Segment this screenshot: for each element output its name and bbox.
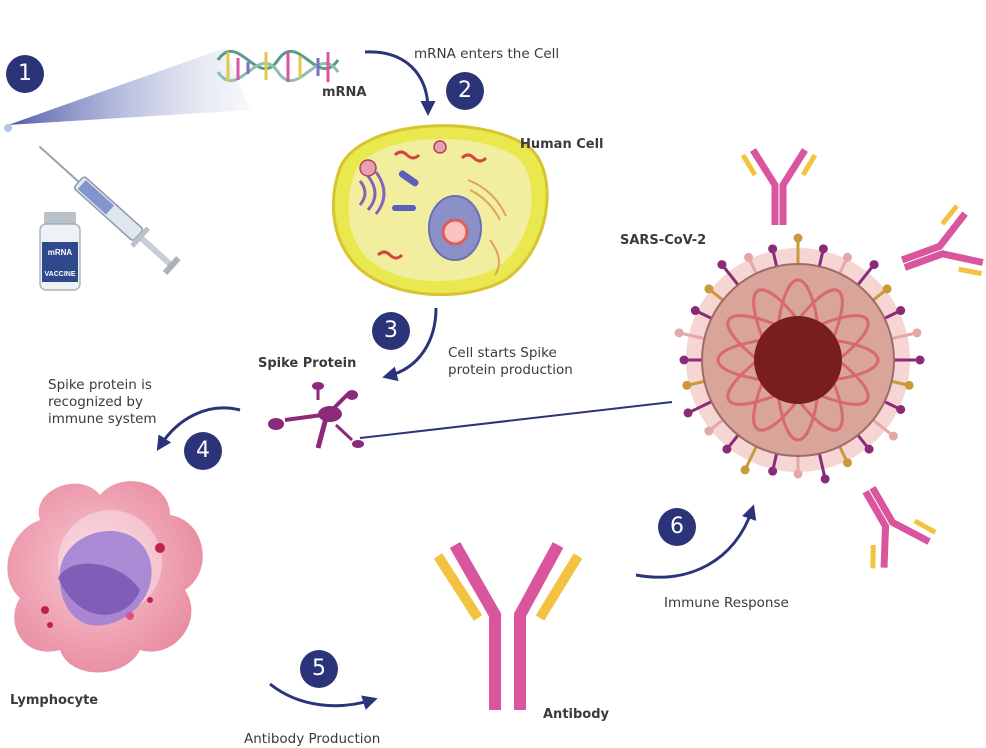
syringe-icon	[38, 145, 181, 275]
arrow-spike-to-lymphocyte	[156, 406, 241, 452]
label-cell-starts-2: protein production	[448, 362, 573, 378]
step-badge-1: 1	[6, 55, 44, 93]
virus-spike-head	[896, 306, 906, 316]
virus-spike-head	[842, 252, 852, 262]
virus-spike-head	[740, 465, 750, 475]
label-antibody-production: Antibody Production	[244, 731, 381, 747]
arrow-lymphocyte-to-antibody	[269, 682, 378, 710]
step-badge-5: 5	[300, 650, 338, 688]
human-cell-icon	[331, 124, 549, 296]
virus-spike-head	[690, 306, 700, 316]
virus-spike-head	[717, 260, 727, 270]
label-recognized-3: immune system	[48, 411, 157, 427]
step-badge-6: 6	[658, 508, 696, 546]
virus-spike-head	[882, 284, 892, 294]
label-human-cell: Human Cell	[520, 137, 604, 152]
vial-text-vaccine: VACCINE	[45, 271, 76, 278]
virus-spike-head	[768, 244, 778, 254]
label-antibody: Antibody	[543, 707, 610, 722]
virus-spike-head	[679, 355, 689, 365]
lymphocyte-icon	[7, 481, 203, 673]
arrow-mrna-to-cell	[364, 50, 436, 116]
arrow-cell-to-spike	[382, 307, 438, 382]
droplet-icon	[4, 124, 12, 132]
spike-protein-icon	[268, 382, 364, 449]
virus-spike-head	[674, 328, 684, 338]
label-recognized-2: recognized by	[48, 394, 143, 410]
virus-icon	[674, 233, 925, 484]
arrow-antibody-to-virus	[635, 504, 757, 579]
vaccine-vial-icon: mRNA VACCINE	[39, 212, 81, 291]
virus-spike-head	[915, 355, 925, 365]
label-sars-cov-2: SARS-CoV-2	[620, 233, 707, 248]
virus-spike-head	[888, 431, 898, 441]
mrna-strand-icon	[216, 50, 340, 82]
label-recognized-1: Spike protein is	[48, 377, 152, 393]
antibody-icon	[433, 542, 583, 710]
virus-spike-head	[820, 474, 830, 484]
mrna-beam	[8, 48, 250, 125]
virus-spike-head	[704, 284, 714, 294]
virus-spike-head	[842, 458, 852, 468]
virus-spike-head	[904, 380, 914, 390]
label-mrna-enters: mRNA enters the Cell	[414, 46, 560, 62]
label-immune-response: Immune Response	[664, 595, 789, 611]
label-spike-protein: Spike Protein	[258, 356, 357, 371]
virus-spike-head	[722, 444, 732, 454]
virus-spike-head	[793, 233, 803, 243]
virus-spike-head	[869, 260, 879, 270]
vial-text-mrna: mRNA	[48, 248, 73, 257]
antibody-small-right	[900, 204, 984, 277]
antibody-small-bottom	[862, 485, 937, 569]
virus-spike-head	[818, 244, 828, 254]
step-badge-4: 4	[184, 432, 222, 470]
label-lymphocyte: Lymphocyte	[10, 693, 99, 708]
step-badge-3: 3	[372, 312, 410, 350]
antibody-small-top	[740, 148, 818, 225]
label-mrna: mRNA	[322, 85, 367, 100]
virus-spike-head	[682, 380, 692, 390]
label-cell-starts-1: Cell starts Spike	[448, 345, 557, 361]
virus-spike-head	[768, 466, 778, 476]
virus-spike-connector	[359, 401, 673, 439]
virus-spike-head	[744, 252, 754, 262]
virus-spike-head	[912, 328, 922, 338]
virus-spike-head	[896, 404, 906, 414]
virus-spike-head	[704, 426, 714, 436]
virus-spike-head	[864, 444, 874, 454]
virus-spike-head	[793, 469, 803, 479]
virus-spike-head	[683, 408, 693, 418]
step-badge-2: 2	[446, 72, 484, 110]
